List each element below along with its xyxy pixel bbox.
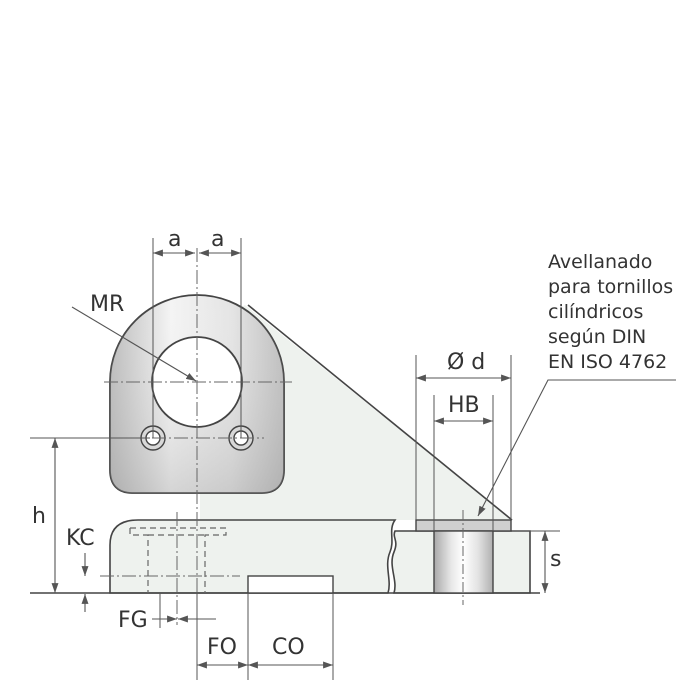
label-a-right: a: [211, 227, 224, 252]
label-a-left: a: [168, 227, 181, 252]
countersink-note: Avellanado para tornillos cilíndricos se…: [548, 251, 673, 373]
dim-mr-leader: [71, 306, 197, 382]
extension-lines: [30, 238, 560, 680]
label-h: h: [32, 504, 46, 529]
note-leader: [477, 379, 676, 517]
label-mr: MR: [90, 292, 124, 317]
label-kc: KC: [66, 526, 95, 551]
counterbore: [415, 510, 512, 605]
label-s: s: [550, 547, 561, 572]
label-hb: HB: [448, 393, 480, 418]
label-fg: FG: [118, 608, 148, 633]
note-line-3: cilíndricos: [548, 301, 643, 323]
note-line-2: para tornillos: [548, 276, 673, 298]
dimension-labels: a a MR h KC FG FO CO Ø d HB s: [32, 227, 561, 660]
label-d: Ø d: [447, 350, 485, 375]
dimension-lines: [51, 249, 676, 669]
note-line-4: según DIN: [548, 326, 646, 348]
label-co: CO: [272, 635, 305, 660]
center-lines: [100, 248, 292, 640]
note-line-1: Avellanado: [548, 251, 652, 273]
note-line-5: EN ISO 4762: [548, 351, 667, 373]
label-fo: FO: [207, 635, 237, 660]
